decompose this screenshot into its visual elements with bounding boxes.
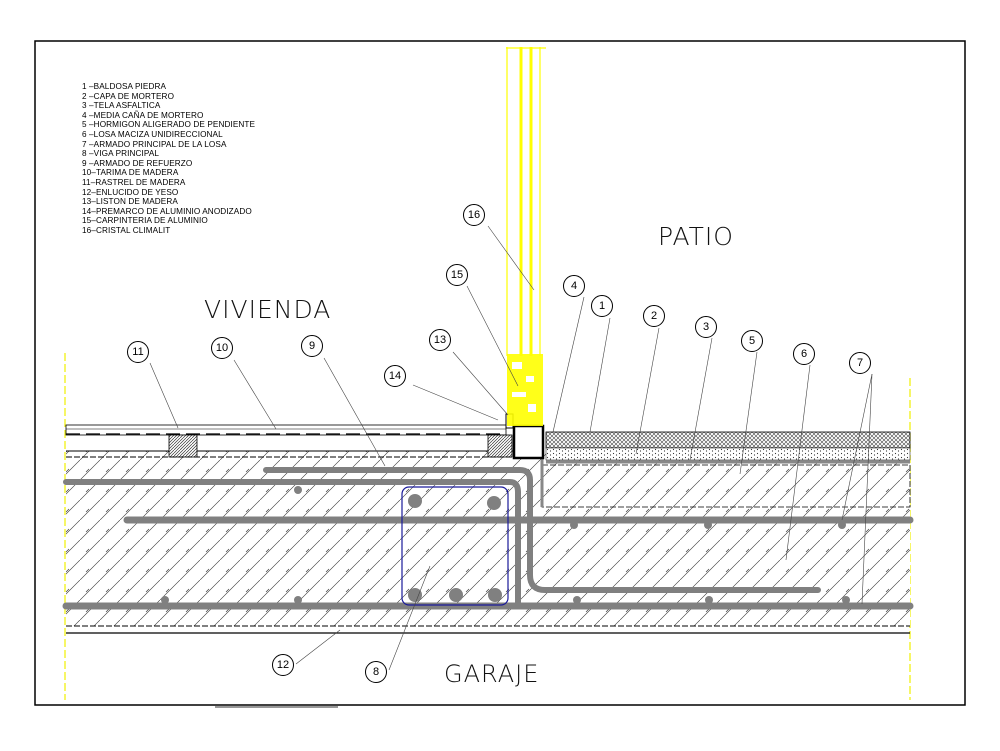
legend-item: 7 –ARMADO PRINCIPAL DE LA LOSA xyxy=(82,139,227,149)
beam-stirrup xyxy=(401,486,509,606)
callout-marker: 4 xyxy=(563,275,585,297)
callout-marker: 9 xyxy=(301,335,323,357)
legend-item: 14–PREMARCO DE ALUMINIO ANODIZADO xyxy=(82,206,252,216)
legend-item: 16–CRISTAL CLIMALIT xyxy=(82,225,171,235)
callout-marker: 14 xyxy=(384,365,406,387)
callout-marker: 15 xyxy=(446,264,468,286)
callout-marker: 13 xyxy=(429,329,451,351)
callout-marker: 16 xyxy=(463,204,485,226)
leader-lines xyxy=(149,225,873,671)
callout-marker: 8 xyxy=(365,661,387,683)
mortar-bed xyxy=(545,447,911,461)
legend: 1 –BALDOSA PIEDRA 2 –CAPA DE MORTERO 3 –… xyxy=(82,82,255,236)
callout-marker: 6 xyxy=(793,343,815,365)
aluminium-sub-frame xyxy=(512,424,545,460)
glazing xyxy=(506,47,546,356)
rebar xyxy=(62,467,914,610)
callout-marker: 3 xyxy=(695,316,717,338)
legend-item: 11–RASTREL DE MADERA xyxy=(82,177,186,187)
stone-tile xyxy=(545,431,911,449)
legend-item: 3 –TELA ASFALTICA xyxy=(82,101,161,111)
legend-item: 9 –ARMADO DE REFUERZO xyxy=(82,158,193,168)
legend-item: 10–TARIMA DE MADERA xyxy=(82,168,179,178)
legend-item: 8 –VIGA PRINCIPAL xyxy=(82,149,160,159)
legend-item: 2 –CAPA DE MORTERO xyxy=(82,91,175,101)
batten-2 xyxy=(487,434,513,458)
callout-marker: 1 xyxy=(591,295,613,317)
slope-concrete xyxy=(541,464,911,508)
legend-item: 5 –HORMIGON ALIGERADO DE PENDIENTE xyxy=(82,120,256,130)
callout-marker: 11 xyxy=(127,341,149,363)
legend-item: 6 –LOSA MACIZA UNIDIRECCIONAL xyxy=(82,129,223,139)
legend-item: 15–CARPINTERIA DE ALUMINIO xyxy=(82,216,208,226)
batten-1 xyxy=(168,434,198,458)
drawing-frame xyxy=(34,40,966,706)
legend-item: 1 –BALDOSA PIEDRA xyxy=(82,82,167,91)
callout-marker: 5 xyxy=(741,330,763,352)
legend-item: 13–LISTON DE MADERA xyxy=(82,197,178,207)
room-label-garaje: GARAJE xyxy=(444,660,540,688)
callout-marker: 12 xyxy=(272,654,294,676)
callout-marker: 7 xyxy=(849,352,871,374)
legend-item: 12–ENLUCIDO DE YESO xyxy=(82,187,179,197)
rebar-dots xyxy=(161,486,850,604)
legend-item: 4 –MEDIA CAÑA DE MORTERO xyxy=(82,110,204,120)
callout-marker: 2 xyxy=(643,305,665,327)
room-label-vivienda: VIVIENDA xyxy=(204,295,332,324)
room-label-patio: PATIO xyxy=(658,222,734,251)
wood-deck xyxy=(65,424,507,436)
callout-marker: 10 xyxy=(211,337,233,359)
